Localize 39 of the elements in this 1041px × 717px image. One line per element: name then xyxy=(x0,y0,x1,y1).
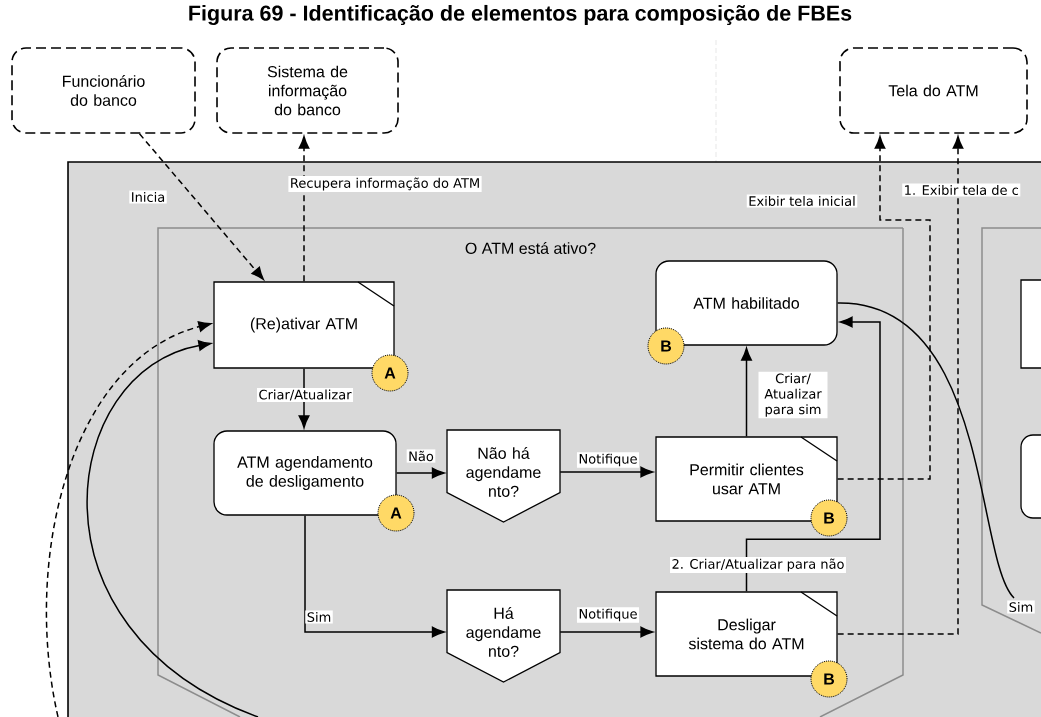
arrow xyxy=(559,626,654,638)
offpage-connector: Não há agendame nto? xyxy=(446,429,561,523)
arrow xyxy=(741,347,752,438)
arrow xyxy=(45,321,212,717)
arrow xyxy=(836,135,931,480)
letter-badge: B xyxy=(810,499,848,537)
edge-label: Inicia xyxy=(129,190,167,204)
process-box xyxy=(1020,279,1041,369)
edge-label: Sim xyxy=(305,610,333,624)
state-box xyxy=(1020,434,1041,519)
edge-label: Criar/ Atualizar para sim xyxy=(758,371,828,419)
arrow xyxy=(395,467,445,479)
letter-badge: A xyxy=(377,494,415,532)
edge-label: Notifique xyxy=(577,607,640,623)
actor-box: Sistema de informação do banco xyxy=(216,47,399,134)
edge-label: 1. Exibir tela de c xyxy=(902,183,1021,197)
arrow xyxy=(304,514,445,638)
title: Figura 69 - Identificação de elementos para composição de FBEs xyxy=(189,4,852,26)
arrow xyxy=(138,133,264,280)
edge-label: Notifique xyxy=(577,452,640,468)
edge-label: Recupera informação do ATM xyxy=(288,176,482,192)
arrow xyxy=(836,135,964,635)
arrow xyxy=(745,316,881,593)
offpage-connector: Há agendame nto? xyxy=(446,589,561,683)
arrow xyxy=(86,340,259,717)
actor-box: Tela do ATM xyxy=(839,47,1028,134)
letter-badge: B xyxy=(647,327,685,365)
arrow xyxy=(559,466,654,478)
letter-badge: B xyxy=(810,660,848,698)
connector-line xyxy=(836,302,1015,599)
arrow xyxy=(298,135,310,283)
edge-label: Sim xyxy=(1007,600,1035,614)
arrow xyxy=(298,367,310,429)
group-panel xyxy=(981,227,1041,634)
letter-badge: A xyxy=(371,354,409,392)
edge-label: Não xyxy=(406,449,436,463)
edge-label: Exibir tela inicial xyxy=(746,194,858,208)
edge-label: 2. Criar/Atualizar para não xyxy=(670,557,846,573)
actor-box: Funcionário do banco xyxy=(11,47,196,134)
